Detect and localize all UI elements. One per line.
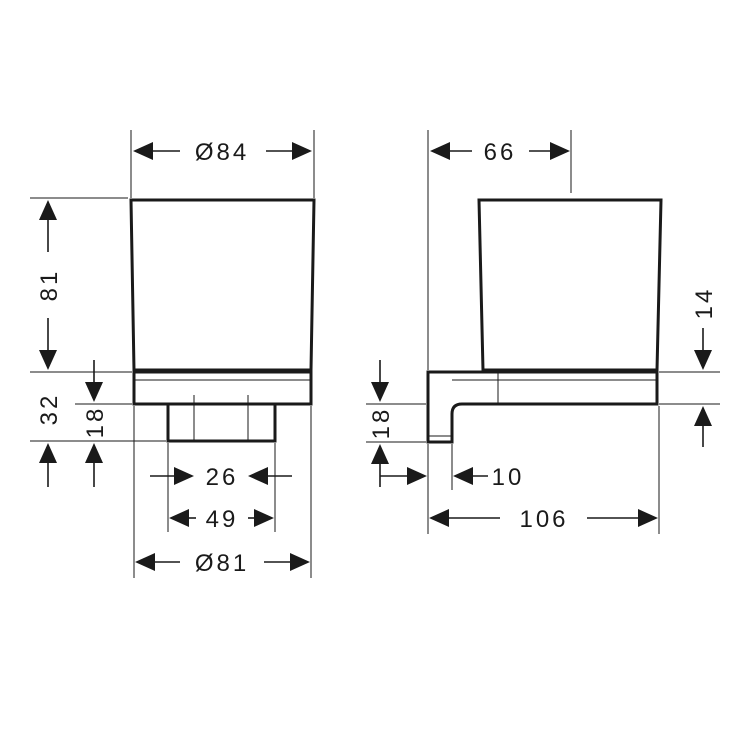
- dim-offset-wall: 10: [380, 464, 525, 491]
- dim-height-offset: 14: [691, 287, 718, 447]
- dim-width-mount: 49: [169, 506, 274, 533]
- dim-diameter-base: Ø81: [135, 550, 310, 577]
- front-mount-block: [166, 404, 277, 443]
- label-height-offset: 14: [691, 287, 718, 320]
- dim-height-cup: 81: [36, 200, 63, 370]
- front-cup-outline: [129, 198, 316, 372]
- label-depth-cup: 66: [484, 139, 517, 166]
- label-width-inner: 26: [206, 464, 239, 491]
- label-diameter-base: Ø81: [195, 550, 249, 577]
- label-height-cup: 81: [36, 269, 63, 302]
- dim-height-base: 32: [36, 393, 63, 487]
- label-diameter-top: Ø84: [195, 139, 249, 166]
- dim-width-inner: 26: [150, 464, 292, 491]
- dim-depth-total: 106: [429, 506, 658, 533]
- label-depth-total: 106: [519, 506, 568, 533]
- side-holder-bracket: [426, 370, 659, 444]
- label-width-mount: 49: [206, 506, 239, 533]
- dim-height-lower: 18: [82, 360, 109, 487]
- dim-height-lower-side: 18: [368, 360, 395, 487]
- dim-diameter-top: Ø84: [133, 139, 312, 166]
- side-view: 66 14 18 10: [366, 130, 720, 534]
- front-view: Ø84 81 32 18 2: [30, 130, 316, 578]
- label-height-lower-side: 18: [368, 407, 395, 440]
- label-offset-wall: 10: [492, 464, 525, 491]
- front-base-plate: [132, 370, 313, 406]
- label-height-lower: 18: [82, 406, 109, 439]
- dim-depth-cup: 66: [430, 139, 570, 166]
- label-height-base: 32: [36, 393, 63, 426]
- side-cup-outline: [477, 198, 663, 372]
